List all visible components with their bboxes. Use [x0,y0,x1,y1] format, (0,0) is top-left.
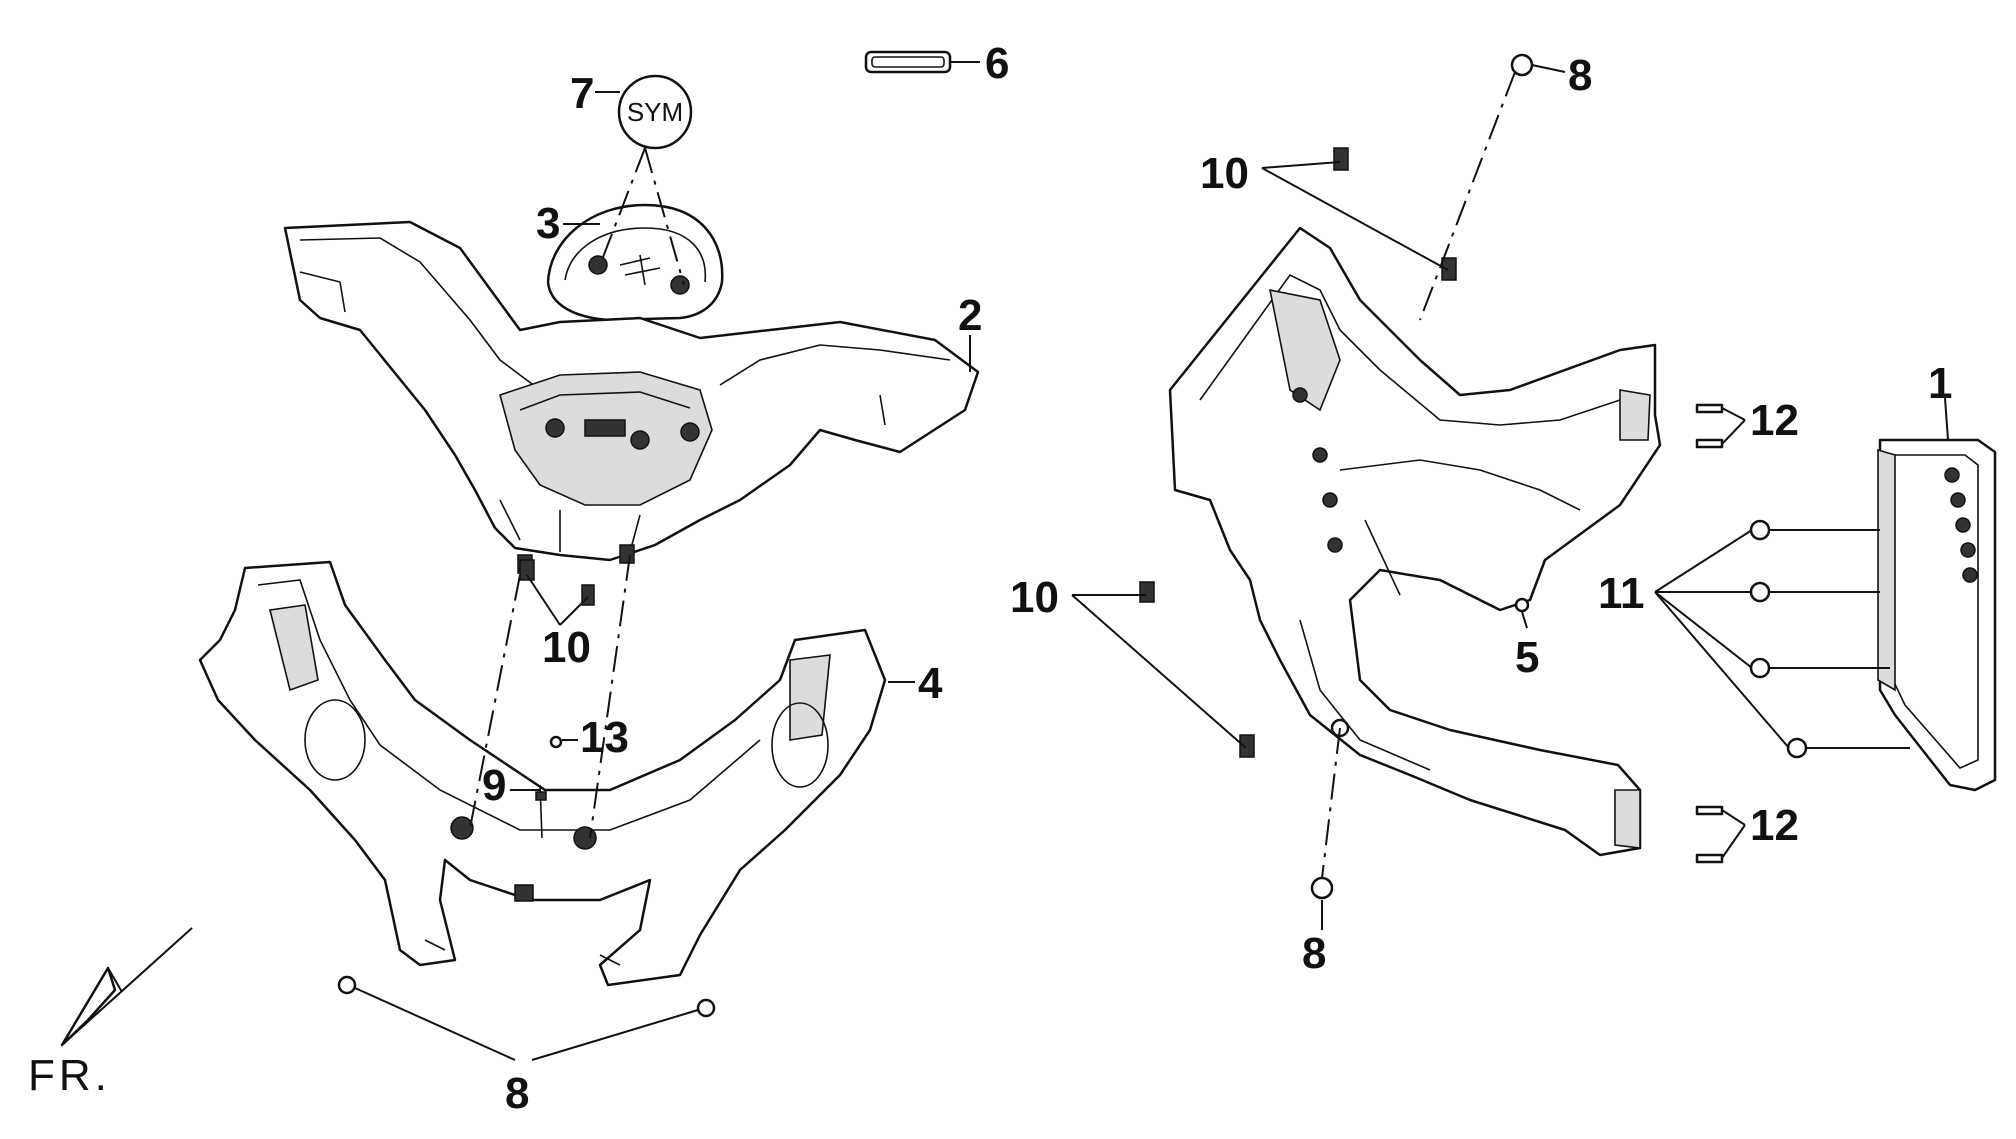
part-10-clips-right [1139,147,1457,758]
part-6-badge-strip [864,50,952,74]
callout-11: 11 [1598,569,1645,618]
part-8-fasteners-left [337,975,716,1018]
callout-6: 6 [985,39,1009,88]
callout-10-left: 10 [542,623,591,672]
callout-8-right-bottom: 8 [1302,929,1326,978]
callout-4: 4 [918,659,943,708]
callout-13: 13 [580,713,629,762]
callout-3: 3 [536,199,560,248]
part-10-clips-left [519,559,595,606]
part-11-screws [1749,519,1808,759]
callout-10-right-top: 10 [1200,149,1249,198]
callout-10-right-mid: 10 [1010,573,1059,622]
part-9-screw [535,784,547,839]
callout-7: 7 [570,69,594,118]
leader-lines [354,61,1949,1061]
part-7-sym-emblem: SYM [617,74,693,150]
assembly-lines-left [469,147,685,839]
part-12-screws [1695,403,1724,864]
assembly-lines-right [1321,71,1910,879]
callout-8-right-top: 8 [1568,51,1592,100]
part-5-front-inner-panel [1168,226,1662,857]
part-2-upper-handlebar-cover [283,220,980,574]
callout-9: 9 [482,761,506,810]
direction-label: FR. [28,1051,111,1100]
callout-1: 1 [1928,359,1952,408]
callout-2: 2 [958,291,982,340]
callout-8-left: 8 [505,1069,529,1118]
front-direction-arrow: FR. [28,927,193,1100]
callout-12-top: 12 [1750,396,1799,445]
callout-5: 5 [1515,633,1539,682]
part-3-center-cover [546,203,724,322]
part-8-fasteners-right [1310,53,1534,900]
callout-labels: 1 2 3 4 5 6 7 8 8 8 9 10 10 10 11 12 12 … [482,39,1952,1118]
part-1-instrument-panel [1877,438,1997,792]
emblem-text: SYM [627,97,683,127]
part-4-lower-handlebar-cover [198,560,887,987]
part-13-washer [549,735,563,749]
callout-12-bottom: 12 [1750,801,1799,850]
